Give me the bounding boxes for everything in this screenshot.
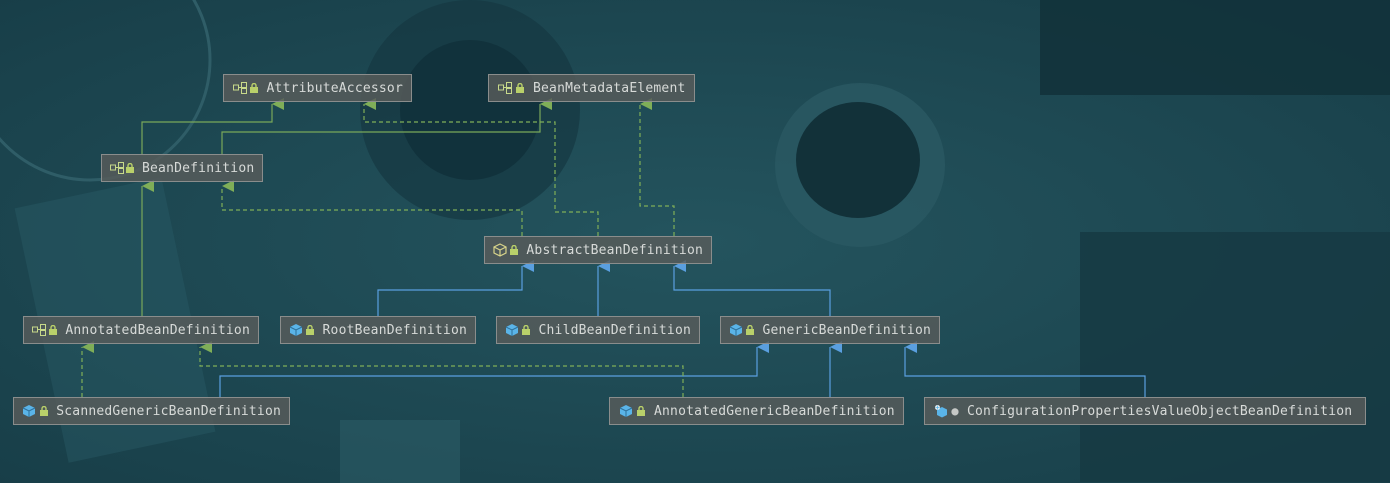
node-annotated-generic-bean-definition[interactable]: AnnotatedGenericBeanDefinition	[609, 397, 904, 425]
package-private-icon: ●	[951, 404, 959, 418]
lock-icon	[521, 324, 530, 336]
node-label: RootBeanDefinition	[322, 322, 467, 338]
node-label: BeanDefinition	[142, 160, 255, 176]
edge-beandefinition-attributeaccessor	[141, 98, 284, 154]
interface-icon	[110, 160, 124, 176]
node-root-bean-definition[interactable]: RootBeanDefinition	[280, 316, 476, 344]
node-child-bean-definition[interactable]: ChildBeanDefinition	[496, 316, 700, 344]
class-icon	[729, 322, 743, 338]
node-annotated-bean-definition[interactable]: AnnotatedBeanDefinition	[23, 316, 259, 344]
class-package-icon	[933, 403, 949, 419]
class-icon	[289, 322, 303, 338]
node-label: AttributeAccessor	[266, 80, 403, 96]
lock-icon	[249, 82, 258, 94]
class-icon	[505, 322, 519, 338]
node-label: ChildBeanDefinition	[538, 322, 691, 338]
node-attribute-accessor[interactable]: AttributeAccessor	[223, 74, 412, 102]
node-generic-bean-definition[interactable]: GenericBeanDefinition	[720, 316, 940, 344]
node-scanned-generic-bean-definition[interactable]: ScannedGenericBeanDefinition	[13, 397, 290, 425]
node-abstract-bean-definition[interactable]: AbstractBeanDefinition	[484, 236, 712, 264]
node-bean-metadata-element[interactable]: BeanMetadataElement	[488, 74, 695, 102]
class-icon	[22, 403, 37, 419]
edge-beandefinition-beanmetadataelement	[221, 98, 552, 154]
node-label: BeanMetadataElement	[533, 80, 686, 96]
abstract-class-icon	[493, 242, 507, 258]
edge-abstract-attributeaccessor	[363, 98, 599, 236]
node-label: AnnotatedGenericBeanDefinition	[654, 403, 895, 419]
interface-icon	[497, 80, 513, 96]
node-label: ConfigurationPropertiesValueObjectBeanDe…	[967, 403, 1353, 419]
node-label: GenericBeanDefinition	[762, 322, 931, 338]
edge-abstract-beanmetadataelement	[639, 98, 675, 236]
node-configuration-properties-value-object-bean-definition[interactable]: ● ConfigurationPropertiesValueObjectBean…	[924, 397, 1366, 425]
interface-icon	[232, 80, 247, 96]
node-label: AnnotatedBeanDefinition	[65, 322, 250, 338]
edge-scanned-generic	[219, 341, 769, 397]
edge-annotatedgeneric-annotated	[199, 341, 684, 397]
node-bean-definition[interactable]: BeanDefinition	[101, 154, 263, 182]
lock-icon	[39, 405, 48, 417]
edge-generic-abstract	[673, 260, 831, 316]
edge-root-abstract	[377, 260, 534, 316]
lock-icon	[48, 324, 57, 336]
lock-icon	[636, 405, 646, 417]
lock-icon	[305, 324, 314, 336]
lock-icon	[126, 162, 134, 174]
lock-icon	[745, 324, 754, 336]
lock-icon	[515, 82, 525, 94]
class-icon	[618, 403, 634, 419]
node-label: ScannedGenericBeanDefinition	[56, 403, 281, 419]
edge-abstract-beandefinition	[221, 180, 523, 236]
node-label: AbstractBeanDefinition	[526, 242, 703, 258]
lock-icon	[509, 244, 518, 256]
edge-configprops-generic	[904, 341, 1146, 397]
interface-icon	[32, 322, 47, 338]
